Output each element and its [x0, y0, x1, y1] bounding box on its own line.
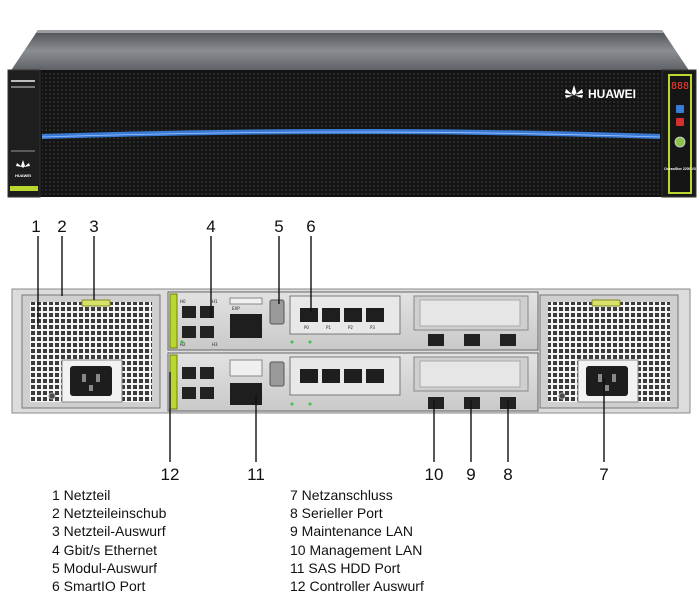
controller-b	[167, 352, 539, 412]
psu-left-led	[48, 392, 56, 400]
mgmt-port[interactable]	[428, 334, 444, 346]
status-led	[290, 340, 294, 344]
status-led-red	[676, 118, 684, 126]
small-brand-label: HUAWEI	[15, 173, 31, 178]
legend-item: 6 SmartIO Port	[52, 578, 146, 595]
ge-port[interactable]	[200, 387, 214, 399]
rear-view: H0 H1 H2 H3 EXP P0 P1 P2 P3	[11, 217, 691, 484]
front-light-strip	[42, 129, 660, 139]
legend-item: 2 Netzteileinschub	[52, 505, 167, 522]
legend-item: 3 Netzteil-Auswurf	[52, 523, 166, 540]
smartio-port[interactable]	[344, 369, 362, 383]
status-led	[308, 402, 312, 406]
svg-text:H1: H1	[212, 299, 218, 304]
legend-item: 4 Gbit/s Ethernet	[52, 541, 158, 558]
smartio-port[interactable]	[322, 308, 340, 322]
svg-text:P2: P2	[348, 325, 353, 330]
svg-text:P0: P0	[304, 325, 309, 330]
ge-port[interactable]	[182, 306, 196, 318]
status-led	[308, 340, 312, 344]
callout-number: 8	[503, 465, 512, 484]
smartio-port[interactable]	[322, 369, 340, 383]
ge-port[interactable]	[200, 306, 214, 318]
front-view: HUAWEI HUAWEI 888 OceanStor 2200 V3	[7, 30, 697, 198]
legend-item: 8 Serieller Port	[290, 505, 383, 522]
huawei-logo-icon	[565, 85, 583, 98]
svg-text:H3: H3	[212, 342, 218, 347]
power-button-icon[interactable]	[674, 136, 686, 148]
model-label: OceanStor 2200 V3	[664, 167, 696, 171]
chassis-top-cover	[10, 30, 690, 72]
legend-left: 1 Netzteil 2 Netzteileinschub 3 Netzteil…	[52, 486, 166, 595]
power-inlet-right[interactable]	[586, 366, 628, 396]
legend-item: 11 SAS HDD Port	[290, 559, 401, 576]
controller-b-eject-handle[interactable]	[169, 354, 178, 410]
controller-a-eject-handle[interactable]	[169, 293, 178, 349]
status-led	[290, 402, 294, 406]
mgmt-port[interactable]	[464, 334, 480, 346]
power-inlet-left[interactable]	[70, 366, 112, 396]
front-display: 888	[671, 81, 689, 92]
legend-item: 9 Maintenance LAN	[290, 523, 413, 540]
legend-item: 10 Management LAN	[290, 541, 423, 558]
huawei-small-logo-icon	[16, 160, 30, 168]
ge-port[interactable]	[200, 367, 214, 379]
callout-number: 5	[274, 217, 283, 236]
smartio-port[interactable]	[366, 308, 384, 322]
smartio-port[interactable]	[300, 308, 318, 322]
ge-port[interactable]	[182, 326, 196, 338]
controller-a: H0 H1 H2 H3 EXP P0 P1 P2 P3	[167, 291, 539, 351]
smartio-port[interactable]	[366, 369, 384, 383]
ge-port[interactable]	[200, 326, 214, 338]
callout-number: 1	[31, 217, 40, 236]
smartio-port[interactable]	[300, 369, 318, 383]
psu-right-led	[558, 392, 566, 400]
callout-number: 7	[599, 465, 608, 484]
svg-text:P3: P3	[370, 325, 375, 330]
status-led	[180, 340, 184, 344]
management-lan-port[interactable]	[428, 397, 444, 409]
sas-port[interactable]	[230, 314, 262, 338]
sas-port[interactable]	[230, 383, 262, 405]
psu-left-eject-latch[interactable]	[81, 299, 111, 307]
callout-number: 3	[89, 217, 98, 236]
callout-lines	[37, 236, 605, 462]
mgmt-port[interactable]	[500, 334, 516, 346]
psu-right-eject-latch[interactable]	[591, 299, 621, 307]
psu-right	[539, 294, 679, 409]
module-eject-button[interactable]	[269, 299, 285, 325]
smartio-port[interactable]	[344, 308, 362, 322]
svg-text:EXP: EXP	[232, 306, 240, 311]
callout-number: 6	[306, 217, 315, 236]
ge-port[interactable]	[182, 387, 196, 399]
callout-number: 9	[466, 465, 475, 484]
left-ear	[7, 69, 41, 198]
brand-label: HUAWEI	[588, 87, 636, 101]
legend-item: 12 Controller Auswurf	[290, 578, 424, 595]
psu-left	[21, 294, 161, 409]
status-led-blue	[676, 105, 684, 113]
callout-number: 2	[57, 217, 66, 236]
svg-text:H0: H0	[180, 299, 186, 304]
callout-number: 11	[247, 465, 265, 484]
callout-number: 12	[161, 465, 180, 484]
legend-right: 7 Netzanschluss 8 Serieller Port 9 Maint…	[290, 486, 424, 595]
module-eject-button[interactable]	[269, 361, 285, 387]
callout-number: 4	[206, 217, 215, 236]
callout-number: 10	[425, 465, 444, 484]
svg-text:P1: P1	[326, 325, 331, 330]
ge-port[interactable]	[182, 367, 196, 379]
maintenance-lan-port[interactable]	[464, 397, 480, 409]
legend-item: 5 Modul-Auswurf	[52, 559, 158, 576]
legend-item: 7 Netzanschluss	[290, 487, 393, 503]
legend-item: 1 Netzteil	[52, 487, 111, 503]
svg-text:H2: H2	[180, 342, 186, 347]
